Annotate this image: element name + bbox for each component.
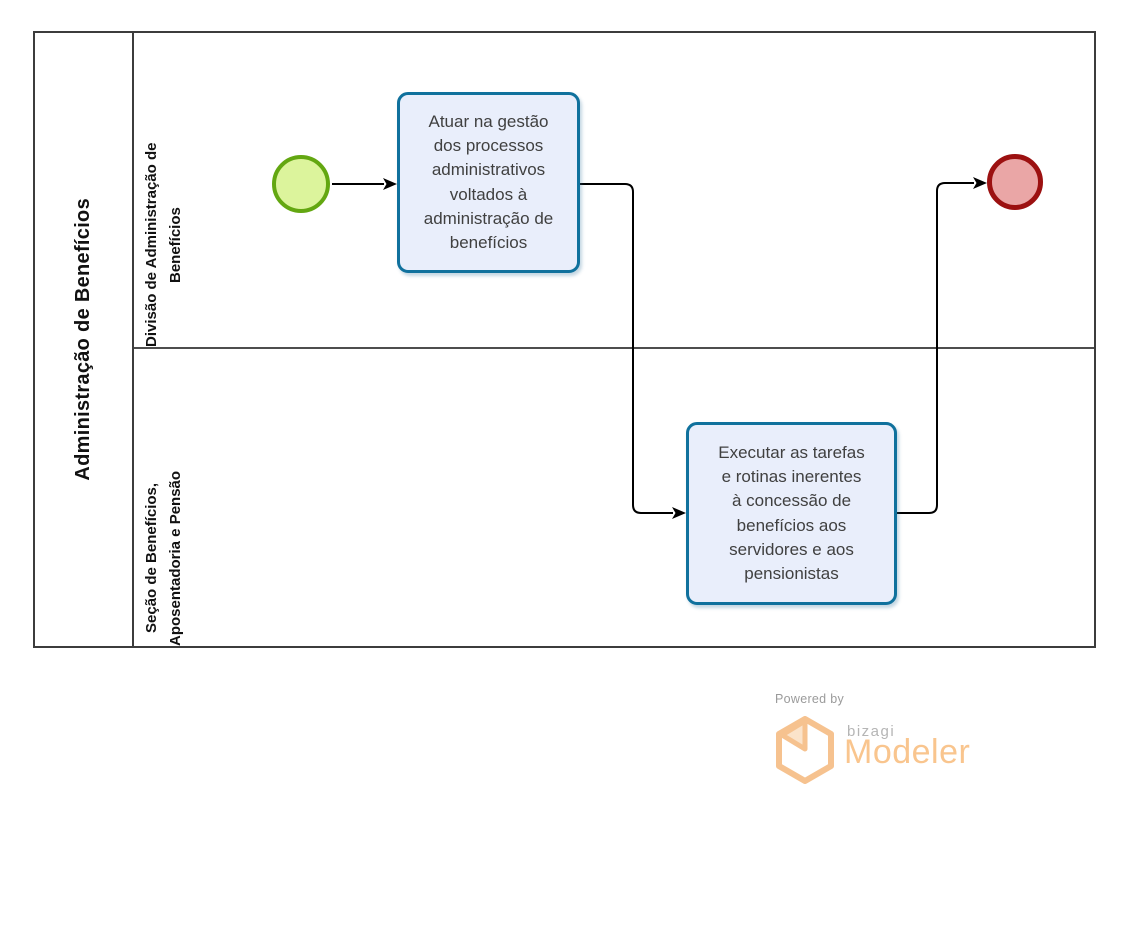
lane-label-secao: Seção de Benefícios, Aposentadoria e Pen…: [143, 470, 184, 646]
lanes-container: Divisão de Administração de Benefícios S…: [134, 33, 1094, 646]
bizagi-hexagon-icon: [776, 716, 834, 784]
pool-title: Administração de Benefícios: [72, 198, 94, 481]
pool-header: Administração de Benefícios: [35, 33, 134, 646]
bizagi-wordmark: bizagi: [847, 723, 896, 740]
lane-label-divisao: Divisão de Administração de Benefícios: [143, 142, 184, 347]
modeler-wordmark: Modeler: [844, 733, 971, 771]
powered-by-label: Powered by: [775, 692, 845, 706]
task-atuar-na-gestao[interactable]: Atuar na gestão dos processos administra…: [397, 92, 580, 273]
lane-secao-de-beneficios: Seção de Benefícios, Aposentadoria e Pen…: [134, 349, 1094, 646]
end-event[interactable]: [987, 154, 1043, 210]
task-executar-tarefas[interactable]: Executar as tarefas e rotinas inerentes …: [686, 422, 897, 605]
bizagi-modeler-branding: Powered by bizagi Modeler: [775, 692, 1025, 792]
start-event[interactable]: [272, 155, 330, 213]
